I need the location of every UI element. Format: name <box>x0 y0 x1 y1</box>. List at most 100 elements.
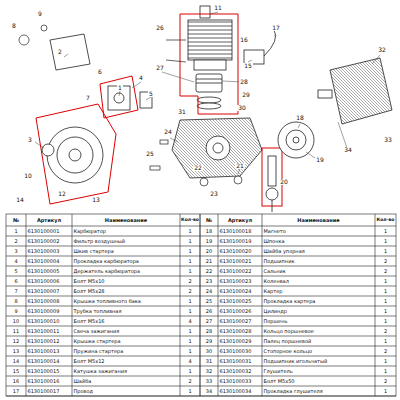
table-cell: 18 <box>206 229 212 234</box>
small-parts <box>234 176 242 184</box>
table-cell: Трубка топливная <box>74 309 122 314</box>
table-cell: 6130100013 <box>28 349 60 354</box>
red-outline <box>36 104 116 204</box>
small-parts <box>166 40 186 41</box>
flywheel <box>278 122 314 158</box>
table-cell: Болт M5x50 <box>264 379 295 384</box>
table-cell: 21 <box>206 259 212 264</box>
table-cell: 1 <box>188 249 191 254</box>
callout-number: 18 <box>295 115 305 121</box>
ignition-parts <box>264 30 276 56</box>
leader-lines <box>35 12 380 174</box>
table-cell: Прокладка картера <box>264 299 316 304</box>
table-cell: 1 <box>384 249 387 254</box>
table-cell: 1 <box>188 329 191 334</box>
small-parts <box>200 178 208 186</box>
table-cell: Прокладка карбюратора <box>74 259 139 264</box>
carburetor <box>114 93 124 103</box>
callout-number: 27 <box>155 65 165 71</box>
table-cell: 26 <box>206 309 212 314</box>
leader-lines <box>146 97 151 100</box>
table-cell: 1 <box>188 299 191 304</box>
small-parts <box>166 60 186 62</box>
cylinder <box>188 20 232 60</box>
leader-lines <box>210 12 218 14</box>
callout-number: 33 <box>383 137 393 143</box>
table-grid <box>6 236 396 237</box>
table-header: Артикул <box>228 218 252 223</box>
table-cell: 6130100002 <box>28 239 60 244</box>
table-grid <box>6 226 396 227</box>
table-cell: Фильтр воздушный <box>74 239 126 244</box>
table-cell: 2 <box>188 289 191 294</box>
table-grid <box>6 356 396 357</box>
table-cell: 2 <box>384 329 387 334</box>
leader-lines <box>274 34 276 36</box>
table-cell: 6130100030 <box>220 349 252 354</box>
table-cell: Цилиндр <box>264 309 287 314</box>
leader-lines <box>338 122 347 148</box>
table-cell: 1 <box>384 229 387 234</box>
table-grid <box>6 366 396 367</box>
table-cell: 12 <box>13 339 19 344</box>
table-cell: 6130100010 <box>28 319 60 324</box>
table-cell: Карбюратор <box>74 229 106 234</box>
table-grid <box>375 214 376 396</box>
callout-number: 9 <box>37 11 43 17</box>
leader-lines <box>248 60 252 62</box>
table-cell: 1 <box>384 299 387 304</box>
table-grid <box>6 296 396 297</box>
table-cell: 6130100025 <box>220 299 252 304</box>
muffler <box>330 58 392 124</box>
flywheel <box>293 137 299 143</box>
table-cell: 1 <box>188 269 191 274</box>
table-cell: 13 <box>13 349 19 354</box>
cylinder <box>194 60 226 70</box>
crankcase <box>172 118 262 178</box>
crankcase <box>206 136 230 160</box>
table-cell: 1 <box>384 279 387 284</box>
table-cell: 14 <box>13 359 19 364</box>
table-cell: Болт M5x10 <box>74 279 105 284</box>
ignition-parts <box>272 200 273 212</box>
leader-lines <box>162 72 194 82</box>
leader-lines <box>298 124 300 128</box>
red-outline <box>100 76 138 118</box>
table-grid <box>6 286 396 287</box>
table-cell: 1 <box>384 289 387 294</box>
leader-lines <box>64 54 68 57</box>
table-grid <box>218 214 219 396</box>
piston <box>197 97 221 103</box>
callout-number: 5 <box>148 91 154 97</box>
starter <box>69 149 81 161</box>
callout-number: 23 <box>209 191 219 197</box>
crankcase <box>213 143 223 153</box>
table-cell: 6130100028 <box>220 329 252 334</box>
table-cell: 1 <box>384 389 387 394</box>
table-cell: Болт M5x12 <box>74 359 105 364</box>
table-header: Артикул <box>37 218 61 223</box>
table-cell: Крышка стартера <box>74 339 121 344</box>
table-cell: 1 <box>384 309 387 314</box>
table-grid <box>6 266 396 267</box>
table-cell: Держатель карбюратора <box>74 269 140 274</box>
table-grid <box>200 214 201 396</box>
starter <box>57 137 93 173</box>
table-cell: 16 <box>13 379 19 384</box>
piston <box>196 74 222 92</box>
table-cell: 6130100020 <box>220 249 252 254</box>
table-grid <box>180 214 181 396</box>
table-grid <box>6 386 396 387</box>
table-cell: 27 <box>206 319 212 324</box>
table-cell: 6130100007 <box>28 289 60 294</box>
table-cell: 2 <box>384 349 387 354</box>
table-cell: 19 <box>206 239 212 244</box>
ignition-parts <box>266 188 278 200</box>
table-grid <box>6 226 396 396</box>
table-cell: Коленвал <box>264 279 289 284</box>
callout-number: 19 <box>315 157 325 163</box>
table-cell: 6130100015 <box>28 369 60 374</box>
table-cell: 5 <box>14 269 17 274</box>
table-cell: Болт M5x16 <box>74 319 105 324</box>
table-cell: 31 <box>206 359 212 364</box>
